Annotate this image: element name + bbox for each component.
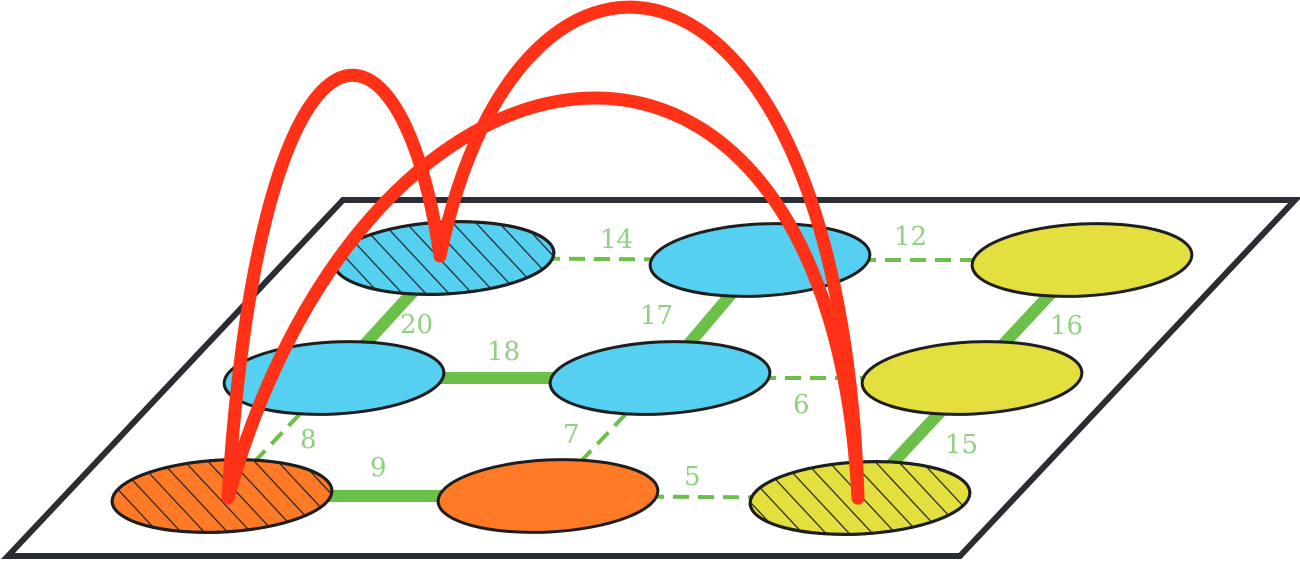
arcs-layer	[221, 0, 865, 505]
edge-label-12: 12	[894, 222, 927, 252]
edge-label-14: 14	[600, 225, 633, 255]
arc-2	[221, 91, 865, 505]
edge-label-17: 17	[640, 301, 673, 331]
node-ellipse	[970, 222, 1194, 298]
edge-label-8: 8	[300, 425, 317, 455]
node-mid-mid	[548, 340, 772, 416]
edge-label-9: 9	[370, 453, 387, 483]
node-ellipse	[548, 340, 772, 416]
node-ellipse	[436, 458, 660, 534]
node-top-right	[970, 222, 1194, 298]
edge-label-20: 20	[400, 310, 433, 340]
edge-label-6: 6	[793, 390, 810, 420]
edge-label-7: 7	[563, 420, 580, 450]
edge-label-18: 18	[487, 337, 520, 367]
node-ellipse	[860, 340, 1084, 416]
edge-label-16: 16	[1050, 311, 1083, 341]
node-mid-right	[860, 340, 1084, 416]
arc-3	[433, 0, 865, 505]
node-bot-mid	[436, 458, 660, 534]
labels-layer: 14 12 20 17 16 18 6 8 7 15 9 5	[300, 222, 1083, 492]
edge-label-15: 15	[945, 430, 978, 460]
arc-1	[221, 68, 447, 505]
edge-label-5: 5	[684, 462, 701, 492]
